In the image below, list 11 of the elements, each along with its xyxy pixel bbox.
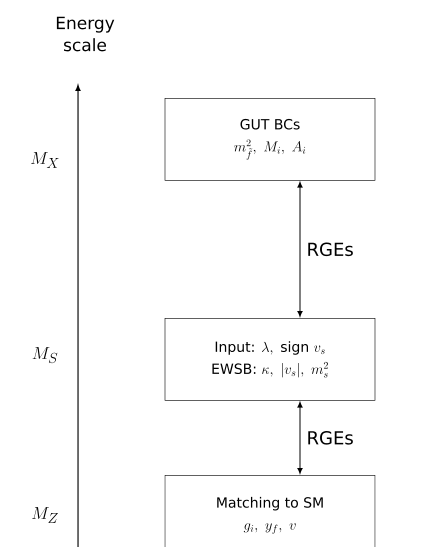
arrow: [297, 182, 303, 317]
axis-title: Energy scale: [56, 16, 114, 52]
process-box: Matching to SM $g_i,\ y_f,\ v$: [164, 475, 376, 547]
process-box: GUT BCs $m_{\tilde f}^2,\ M_i,\ A_i$: [164, 98, 376, 181]
edge-label: RGEs: [308, 242, 353, 256]
arrow: [297, 402, 303, 474]
scale-label: $M_S$: [32, 347, 58, 364]
scale-label: $M_X$: [31, 152, 59, 168]
edge-label: RGEs: [308, 431, 353, 445]
scale-label: $M_Z$: [32, 507, 58, 523]
process-box: $\text{Input: }\lambda,\ \text{sign}\ v_s$ $\text{EWSB: }\kappa,\ |v_s|,\ m_s^2$: [164, 318, 376, 401]
